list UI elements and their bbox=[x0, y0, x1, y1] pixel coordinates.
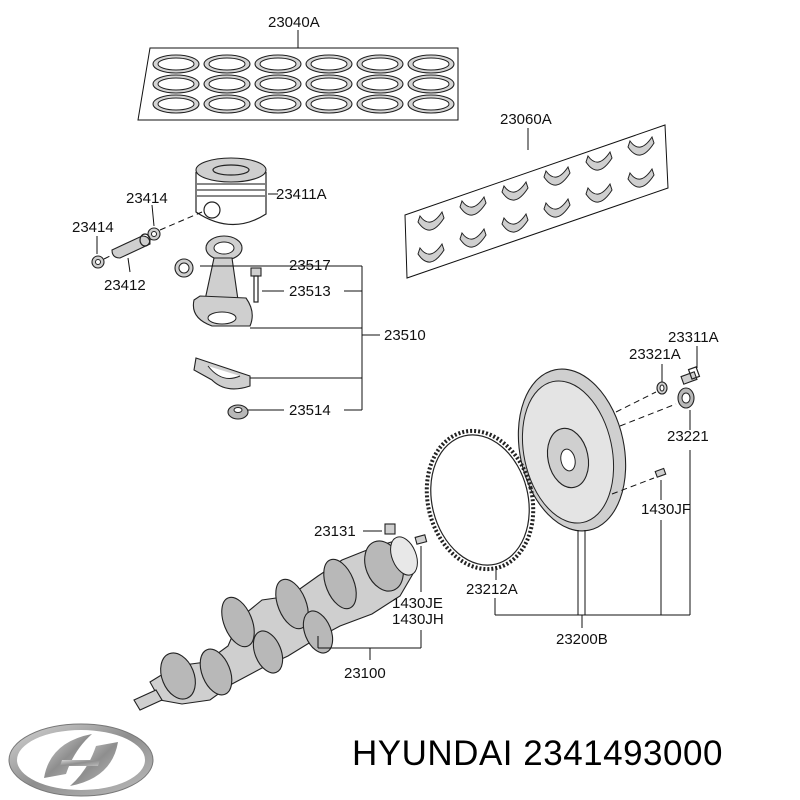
label-rod-nut: 23514 bbox=[289, 402, 331, 419]
dash-bearing-flywheel bbox=[619, 403, 677, 427]
flywheel-dowel-pin bbox=[654, 467, 667, 478]
piston-pin-clip-right bbox=[147, 227, 161, 241]
part-number: 2341493000 bbox=[523, 734, 723, 773]
label-crank-pin-b: 1430JH bbox=[392, 611, 444, 628]
hyundai-logo-icon bbox=[8, 723, 154, 797]
label-fw-bolt: 23311A bbox=[668, 329, 719, 346]
crankshaft bbox=[133, 536, 418, 711]
piston-ring-sets bbox=[137, 47, 459, 121]
piston-ring-set bbox=[305, 54, 353, 114]
piston-ring-set bbox=[356, 54, 404, 114]
rod-bolt bbox=[250, 267, 262, 303]
bearing-shell bbox=[459, 195, 487, 216]
label-rod-bolt: 23513 bbox=[289, 283, 331, 300]
brand-name: HYUNDAI bbox=[352, 734, 514, 773]
label-piston: 23411A bbox=[276, 186, 327, 203]
flywheel bbox=[517, 368, 627, 532]
piston-ring-set bbox=[254, 54, 302, 114]
flywheel-washer bbox=[656, 381, 668, 395]
piston-ring-set bbox=[152, 54, 200, 114]
connecting-rod bbox=[192, 235, 253, 327]
label-rings: 23040A bbox=[268, 14, 320, 31]
bearing-shell bbox=[543, 165, 571, 186]
leader-clip-a bbox=[151, 204, 155, 227]
label-key: 23131 bbox=[314, 523, 356, 540]
leader-pin bbox=[127, 257, 131, 273]
label-fw-washer: 23321A bbox=[629, 346, 681, 363]
label-rod-assy: 23510 bbox=[384, 327, 426, 344]
ring-gear bbox=[424, 428, 536, 572]
label-crankshaft: 23100 bbox=[344, 665, 386, 682]
piston-ring-set bbox=[407, 54, 455, 114]
bearing-shell bbox=[501, 180, 529, 201]
bearing-shell bbox=[585, 182, 613, 203]
bearing-shell bbox=[627, 135, 655, 156]
bearing-shell bbox=[417, 210, 445, 231]
bearing-shell bbox=[459, 227, 487, 248]
bearing-shells-panel bbox=[404, 124, 669, 279]
dash-washer-flywheel bbox=[615, 391, 657, 413]
label-crank-pin-a: 1430JE bbox=[392, 595, 443, 612]
small-end-bush bbox=[174, 258, 194, 278]
label-pin: 23412 bbox=[104, 277, 146, 294]
piston bbox=[195, 157, 267, 226]
label-clip-b: 23414 bbox=[72, 219, 114, 236]
crankshaft-dowel-pin bbox=[414, 534, 428, 545]
label-bearings: 23060A bbox=[500, 111, 552, 128]
label-rod-bush: 23517 bbox=[289, 257, 331, 274]
bearing-shell bbox=[417, 242, 445, 263]
brand-part-number-caption: HYUNDAI 2341493000 bbox=[352, 734, 723, 774]
bearing-shell bbox=[585, 150, 613, 171]
piston-ring-set bbox=[203, 54, 251, 114]
bearing-shell bbox=[543, 197, 571, 218]
label-flywheel-assy: 23200B bbox=[556, 631, 608, 648]
piston-pin bbox=[111, 233, 151, 259]
label-clip-a: 23414 bbox=[126, 190, 168, 207]
dash-clip-piston bbox=[159, 211, 203, 231]
dash-pin-flywheel bbox=[611, 477, 655, 495]
rod-cap bbox=[193, 357, 251, 390]
dash-clip-pin bbox=[103, 254, 113, 260]
piston-pin-clip-left bbox=[91, 255, 105, 269]
label-ring-gear: 23212A bbox=[466, 581, 518, 598]
label-fw-pin: 1430JF bbox=[641, 501, 691, 518]
rod-nut bbox=[227, 404, 249, 420]
crankshaft-key bbox=[384, 523, 396, 535]
flywheel-bolt bbox=[680, 366, 701, 385]
label-fw-bearing: 23221 bbox=[667, 428, 709, 445]
bearing-shell bbox=[501, 212, 529, 233]
pilot-bearing bbox=[677, 387, 695, 409]
bearing-shell bbox=[627, 167, 655, 188]
